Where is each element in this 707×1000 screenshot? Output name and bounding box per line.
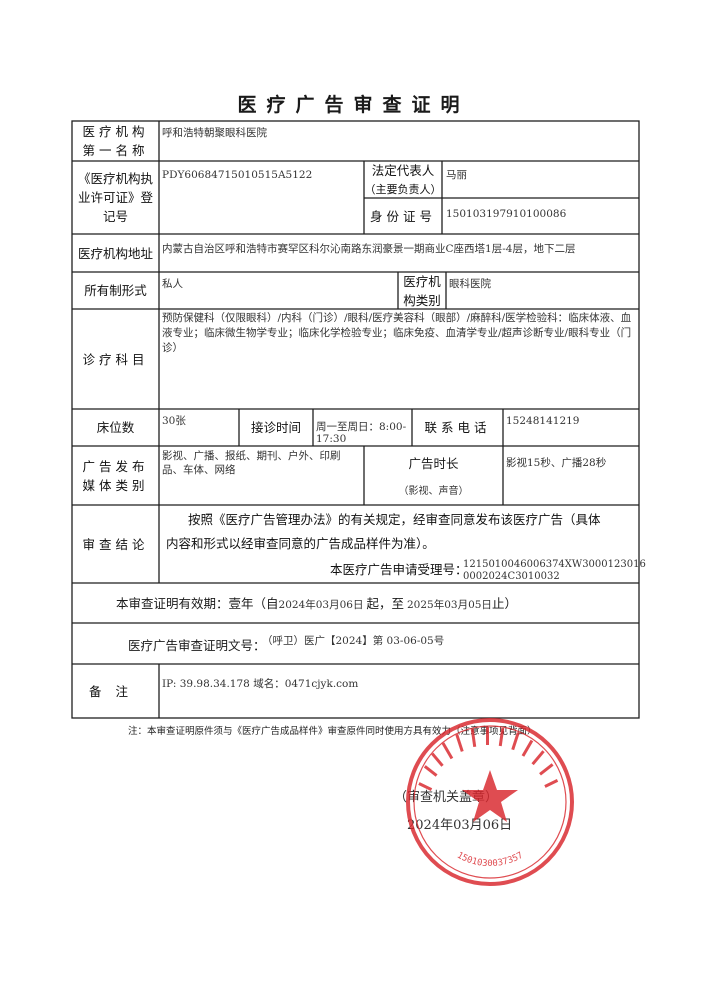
- category-label-line2: 构类别: [403, 292, 441, 308]
- conclusion-label: 审查结论: [82, 536, 149, 552]
- application-number-line1: 1215010046006374XW3000123016: [463, 559, 646, 570]
- ownership-label: 所有制形式: [84, 283, 147, 298]
- legal-rep-value: 马丽: [446, 169, 467, 181]
- duration-sub: （影视、声音）: [398, 486, 469, 497]
- validity-start: 2024年03月06日: [278, 599, 364, 611]
- duration-label: 广告时长: [408, 456, 459, 471]
- institution-name-label-line1: 医疗机构: [82, 124, 149, 139]
- category-value: 眼科医院: [449, 278, 491, 290]
- phone-label: 联系电话: [424, 420, 491, 435]
- certificate-no-value: （呼卫）医广【2024】第 03-06-05号: [262, 635, 445, 647]
- media-value: 影视、广播、报纸、期刊、户外、印刷品、车体、网络: [162, 450, 341, 476]
- media-label: 广告发布 媒体类别: [72, 446, 159, 505]
- media-label-line2: 媒体类别: [82, 477, 149, 493]
- seal-script-marks: [418, 727, 559, 791]
- remarks-label: 备注: [88, 683, 142, 699]
- hours-label: 接诊时间: [250, 420, 301, 435]
- legal-rep-label-line2: （主要负责人）: [364, 182, 442, 196]
- departments-label: 诊疗科目: [82, 351, 149, 367]
- certificate-no-label: 医疗广告审查证明文号：: [128, 638, 266, 653]
- application-number-label: 本医疗广告申请受理号：: [330, 562, 468, 577]
- institution-name-value: 呼和浩特朝聚眼科医院: [162, 127, 267, 139]
- document-title: 医疗广告审查证明: [237, 94, 470, 116]
- conclusion-line1: 按照《医疗广告管理办法》的有关规定，经审查同意发布该医疗广告（具体: [188, 512, 601, 527]
- conclusion-line2: 内容和形式以经审查同意的广告成品样件为准）。: [166, 536, 435, 551]
- beds-value: 30张: [162, 415, 186, 427]
- validity-suffix: 止）: [491, 596, 517, 611]
- license-label: 《医疗机构执 业许可证》登 记号: [72, 161, 159, 234]
- legal-rep-label: 法定代表人 （主要负责人）: [364, 161, 442, 198]
- beds-label: 床位数: [96, 420, 135, 435]
- duration-value: 影视15秒、广播28秒: [506, 457, 607, 469]
- official-seal: 1501030037357: [406, 718, 574, 886]
- address-value: 内蒙古自治区呼和浩特市赛罕区科尔沁南路东润豪景一期商业C座西塔1层-4层，地下二…: [162, 243, 576, 255]
- license-value: PDY60684715010515A5122: [162, 169, 313, 181]
- ownership-value: 私人: [162, 278, 183, 290]
- hours-value-line2: 17:30: [316, 433, 347, 445]
- validity-middle: 起，至: [366, 596, 404, 611]
- category-label-line1: 医疗机: [403, 273, 441, 289]
- seal-serial: 1501030037357: [455, 851, 525, 870]
- legal-rep-label-line1: 法定代表人: [371, 162, 435, 178]
- footnote: 注：本审查证明原件须与《医疗广告成品样件》审查原件同时使用方具有效力（注意事项见…: [128, 726, 537, 737]
- remarks-value: IP: 39.98.34.178 域名：0471cjyk.com: [162, 678, 359, 690]
- hours-value-line1: 周一至周日：8:00-: [316, 421, 407, 433]
- application-number-line2: 0002024C3010032: [463, 571, 560, 582]
- category-label: 医疗机 构类别: [398, 272, 446, 309]
- address-label: 医疗机构地址: [77, 245, 153, 261]
- institution-name-label: 医疗机构 第一名称: [72, 121, 159, 161]
- id-number-label: 身份证号: [369, 208, 436, 224]
- id-number-value: 150103197910100086: [446, 208, 567, 220]
- departments-value: 预防保健科（仅限眼科）/内科（门诊）/眼科/医疗美容科（眼部）/麻醉科/医学检验…: [162, 312, 632, 354]
- license-label-line2: 业许可证》登: [77, 190, 153, 205]
- institution-name-label-line2: 第一名称: [82, 143, 149, 158]
- seal-date: 2024年03月06日: [407, 818, 513, 833]
- validity-prefix: 本审查证明有效期：壹年（自: [116, 596, 279, 611]
- seal-star-icon: [462, 770, 518, 822]
- license-label-line1: 《医疗机构执: [77, 171, 153, 186]
- phone-value: 15248141219: [506, 415, 580, 427]
- validity-end: 2025年03月05日: [406, 599, 492, 611]
- license-label-line3: 记号: [102, 209, 128, 224]
- media-label-line1: 广告发布: [82, 458, 149, 474]
